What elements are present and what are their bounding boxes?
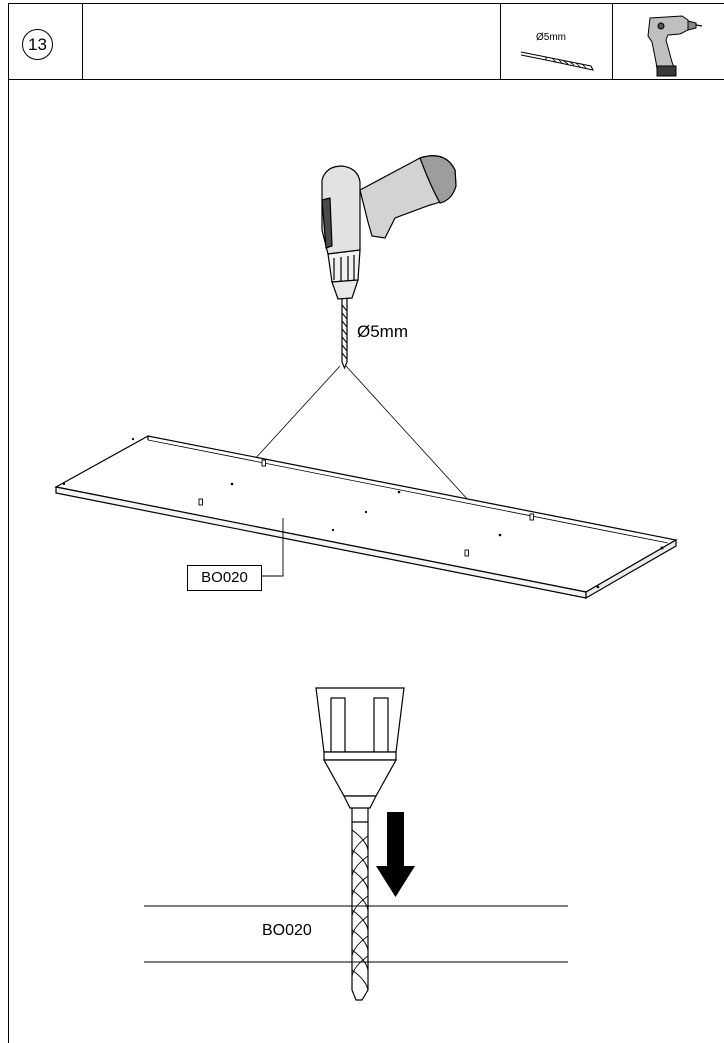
- page-frame: [8, 3, 724, 1043]
- header-divider: [82, 3, 83, 80]
- step-header: [8, 3, 724, 80]
- panel-part-label: BO020: [187, 565, 262, 591]
- detail-panel-label: BO020: [262, 922, 312, 939]
- panel-bo020: [54, 435, 678, 600]
- drill-bit-icon: [520, 51, 594, 71]
- cordless-drill-icon: [647, 15, 703, 77]
- step-number: 13: [22, 29, 53, 60]
- panel-label-leader: [262, 518, 284, 577]
- down-arrow-icon: [376, 812, 415, 897]
- drill-bit-label: Ø5mm: [357, 322, 408, 341]
- detail-view: [144, 687, 568, 1001]
- drill-bit-size-label: Ø5mm: [536, 32, 566, 43]
- drill-tool: [321, 155, 457, 370]
- header-divider: [500, 3, 501, 80]
- header-divider: [612, 3, 613, 80]
